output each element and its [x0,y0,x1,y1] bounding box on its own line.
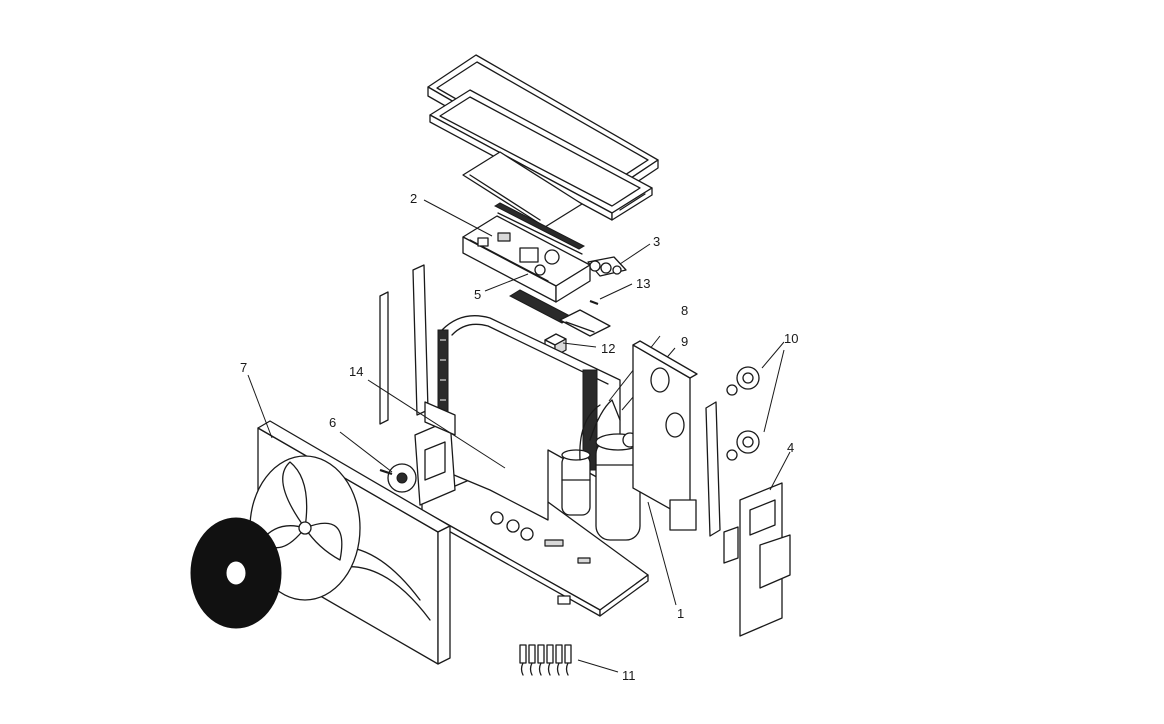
sensors-set [519,644,572,676]
leader-6 [339,431,393,473]
back-panel [441,315,621,521]
leader-14 [367,379,506,469]
callout-8: 8 [681,303,688,318]
leader-12 [562,342,597,348]
compressor [561,449,591,516]
leader-10a [761,341,785,369]
electric-box [462,202,591,324]
callout-14: 14 [349,364,363,379]
callout-3: 3 [653,234,660,249]
leader-5 [484,273,529,292]
callout-12: 12 [601,341,615,356]
leader-7 [247,374,273,439]
terminal-block [587,256,627,277]
leader-3 [619,243,651,265]
leader-2 [423,199,493,237]
callout-5: 5 [474,287,481,302]
small-screw [589,299,599,306]
callout-13: 13 [636,276,650,291]
callout-11: 11 [622,668,636,683]
side-cover [723,482,791,637]
leader-1 [647,501,677,606]
callout-10: 10 [784,331,798,346]
mounting-plate [559,309,611,337]
fan-grille [190,517,282,629]
chassis-base [421,466,649,617]
callout-7: 7 [240,360,247,375]
callout-2: 2 [410,191,417,206]
leader-13 [599,283,633,300]
right-side-panel [632,340,698,531]
top-plate [462,151,583,228]
callout-4: 4 [787,440,794,455]
callout-1: 1 [677,606,684,621]
bracket [414,401,456,506]
leader-11 [577,659,619,673]
callout-6: 6 [329,415,336,430]
leader-4 [769,451,791,491]
callout-9: 9 [681,334,688,349]
water-unions [726,366,760,461]
leader-10b [763,349,785,433]
fan-motor [379,463,417,493]
